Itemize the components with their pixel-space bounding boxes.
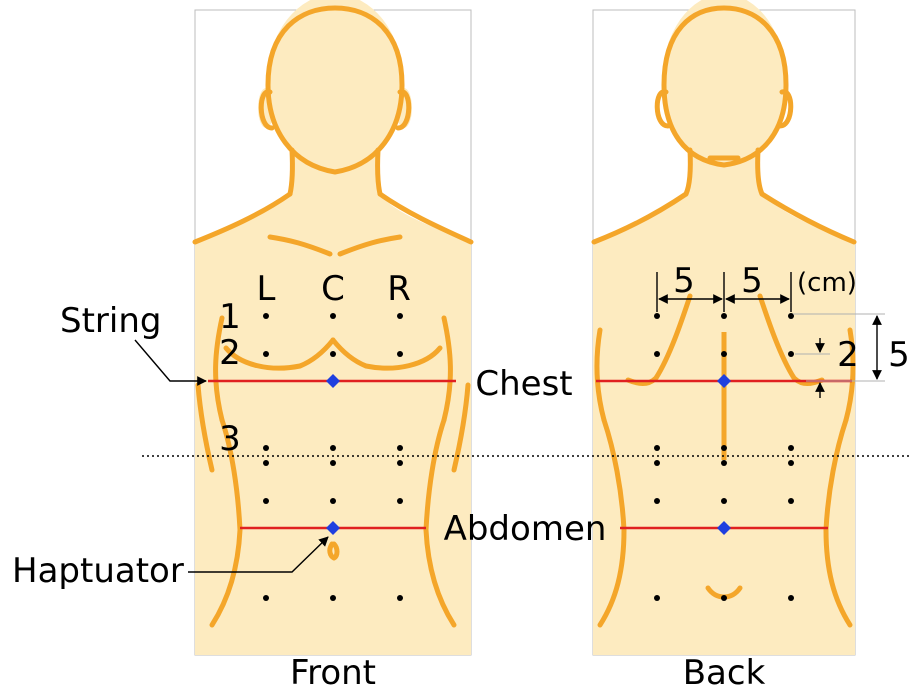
front-point-r4-c1 [263, 460, 269, 466]
back-point-r5-c1 [654, 498, 660, 504]
back-point-r4-c1 [654, 460, 660, 466]
back-point-r5-c2 [721, 498, 727, 504]
dim-label-small: 2 [837, 335, 859, 375]
row-label-2: 2 [219, 333, 241, 373]
column-label-left: L [257, 269, 276, 309]
row-label-1: 1 [219, 297, 241, 337]
front-neck-left [290, 150, 292, 194]
string-label: String [60, 301, 161, 341]
front-point-r4-c3 [397, 460, 403, 466]
front-point-r6-c1 [263, 595, 269, 601]
chest-label: Chest [475, 364, 572, 404]
back-point-r5-c3 [788, 498, 794, 504]
back-point-r1-c1 [654, 313, 660, 319]
back-neck-left [686, 150, 690, 194]
front-point-r5-c3 [397, 498, 403, 504]
back-point-r3-c2 [721, 445, 727, 451]
back-point-r2-c2 [721, 351, 727, 357]
dim-label-left: 5 [673, 261, 695, 301]
back-neck-right [758, 150, 762, 194]
front-point-r6-c2 [330, 595, 336, 601]
abdomen-label: Abdomen [444, 509, 607, 549]
back-point-r1-c2 [721, 313, 727, 319]
back-point-r3-c1 [654, 445, 660, 451]
front-caption: Front [290, 653, 376, 689]
front-point-r1-c1 [263, 313, 269, 319]
front-point-r1-c2 [330, 313, 336, 319]
back-point-r4-c2 [721, 460, 727, 466]
front-point-r3-c1 [263, 445, 269, 451]
back-point-r6-c2 [721, 595, 727, 601]
back-figure [593, 0, 855, 655]
dim-label-right: 5 [741, 261, 763, 301]
column-label-center: C [321, 269, 345, 309]
back-point-r3-c3 [788, 445, 794, 451]
front-point-r4-c2 [330, 460, 336, 466]
front-point-r2-c1 [263, 351, 269, 357]
front-point-r5-c2 [330, 498, 336, 504]
front-point-r1-c3 [397, 313, 403, 319]
back-point-r2-c3 [788, 351, 794, 357]
back-point-r6-c1 [654, 595, 660, 601]
back-caption: Back [683, 653, 766, 689]
front-point-r6-c3 [397, 595, 403, 601]
front-point-r3-c3 [397, 445, 403, 451]
haptuator-label: Haptuator [12, 551, 184, 591]
row-label-3: 3 [219, 419, 241, 459]
front-point-r3-c2 [330, 445, 336, 451]
back-point-r4-c3 [788, 460, 794, 466]
dim-label-large: 5 [888, 335, 910, 375]
back-point-r2-c1 [654, 351, 660, 357]
column-label-right: R [387, 269, 411, 309]
unit-label: (cm) [797, 268, 857, 298]
back-point-r6-c3 [788, 595, 794, 601]
front-neck-right [378, 150, 380, 194]
front-point-r5-c1 [263, 498, 269, 504]
front-point-r2-c3 [397, 351, 403, 357]
front-point-r2-c2 [330, 351, 336, 357]
